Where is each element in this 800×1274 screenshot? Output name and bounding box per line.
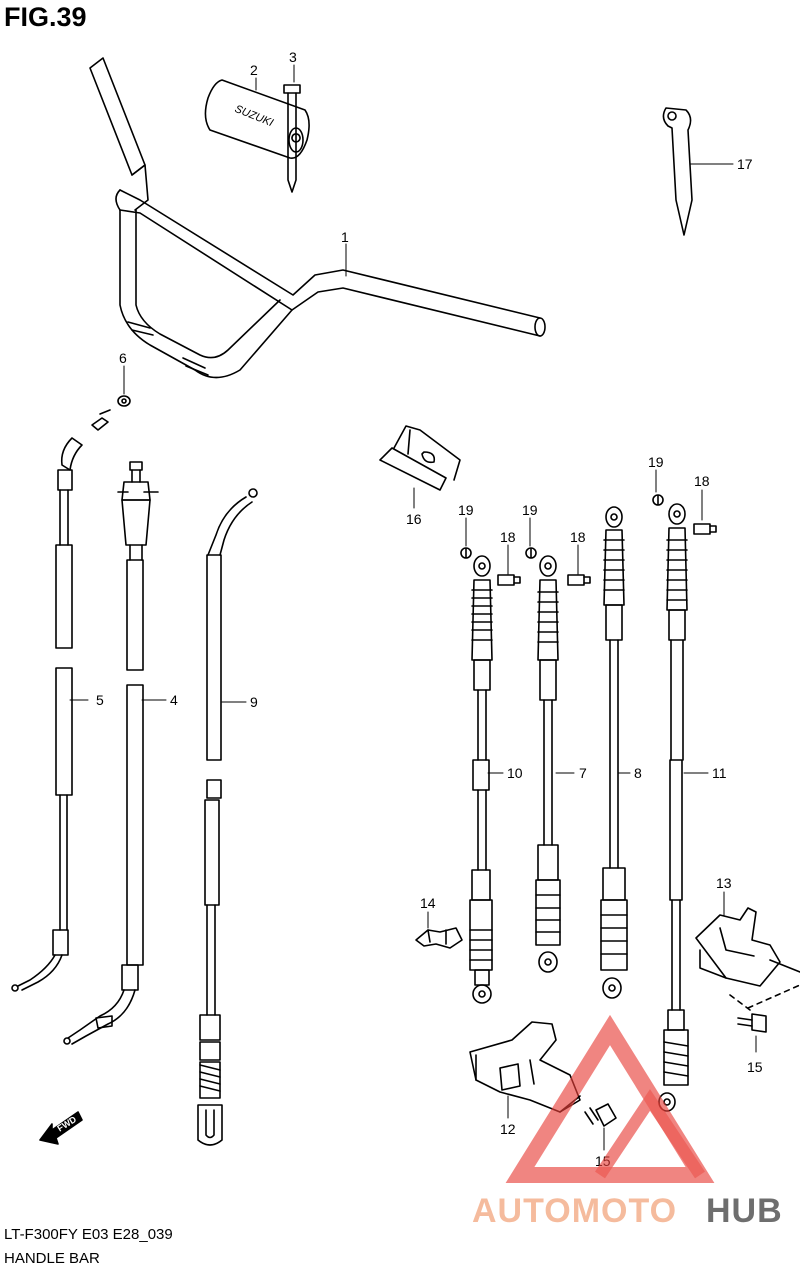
bolt-15b — [584, 1103, 617, 1127]
section-name: HANDLE BAR — [4, 1250, 100, 1267]
washer-19b — [525, 547, 537, 559]
callout-8: 8 — [634, 765, 642, 781]
callout-15a: 15 — [747, 1059, 763, 1075]
callout-1: 1 — [341, 229, 349, 245]
bracket-13 — [695, 907, 800, 1011]
model-code: LT-F300FY E03 E28_039 — [4, 1226, 173, 1243]
callout-14: 14 — [420, 895, 436, 911]
brake-cable-7 — [535, 555, 561, 973]
bolt-18b — [567, 574, 591, 586]
watermark-text-part2: HUB — [706, 1192, 783, 1230]
callout-6: 6 — [119, 350, 127, 366]
callout-5: 5 — [96, 692, 104, 708]
cable-4 — [63, 461, 159, 1045]
cable-11 — [658, 503, 689, 1112]
watermark-logo — [505, 1014, 715, 1183]
cable-9 — [197, 488, 258, 1146]
callout-17: 17 — [737, 156, 753, 172]
watermark-text-part1: AUTOMOTO — [472, 1192, 677, 1230]
callout-18b: 18 — [570, 529, 586, 545]
grip-logo-text: SUZUKI — [233, 103, 275, 129]
callout-12: 12 — [500, 1121, 516, 1137]
callout-2: 2 — [250, 62, 258, 78]
hook-bracket — [662, 107, 693, 236]
bolt-18c — [693, 523, 717, 535]
callout-11: 11 — [712, 765, 727, 781]
cable-guide-16 — [379, 425, 461, 491]
callout-18a: 18 — [500, 529, 516, 545]
callout-7: 7 — [579, 765, 587, 781]
figure-title: FIG.39 — [4, 2, 87, 32]
callout-13: 13 — [716, 875, 732, 891]
callout-3: 3 — [289, 49, 297, 65]
callout-10: 10 — [507, 765, 523, 781]
bolt-18a — [497, 574, 521, 586]
bolt-15a — [737, 1013, 767, 1033]
callout-4: 4 — [170, 692, 178, 708]
pin — [283, 84, 301, 193]
watermark: AUTOMOTO HUB — [472, 1014, 783, 1230]
cable-8 — [600, 506, 628, 999]
callout-18c: 18 — [694, 473, 710, 489]
fwd-arrow — [39, 1111, 83, 1145]
leader-lines — [69, 64, 757, 1151]
callout-19c: 19 — [648, 454, 664, 470]
callout-labels: 1 2 3 4 5 6 7 8 9 10 11 12 13 14 15 15 1… — [96, 49, 763, 1169]
washer-19c — [652, 494, 664, 506]
throttle-cable-5 — [11, 409, 111, 992]
nut-6 — [117, 395, 131, 407]
callout-19a: 19 — [458, 502, 474, 518]
clamp-14 — [415, 927, 463, 949]
callout-9: 9 — [250, 694, 258, 710]
brake-cable-10 — [469, 555, 493, 1004]
washer-19a — [460, 547, 472, 559]
handlebar — [89, 57, 546, 379]
callout-19b: 19 — [522, 502, 538, 518]
callout-16: 16 — [406, 511, 422, 527]
